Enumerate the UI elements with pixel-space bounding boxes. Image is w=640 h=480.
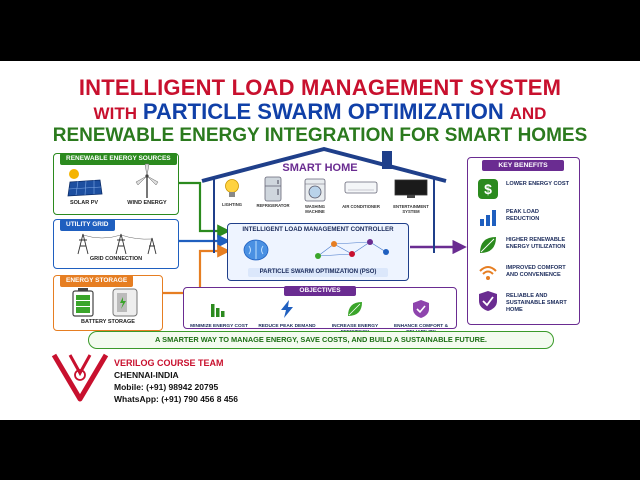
transmission-tower-icon	[77, 233, 157, 255]
solar-pv-label: SOLAR PV	[69, 200, 99, 206]
title-with: WITH	[93, 104, 137, 123]
controller-panel: INTELLIGENT LOAD MANAGEMENT CONTROLLER P…	[227, 223, 409, 281]
refrigerator-icon	[264, 176, 282, 202]
wifi-comfort-icon	[479, 266, 497, 280]
benefit-label: HIGHER RENEWABLE ENERGY UTILIZATION	[506, 237, 566, 250]
key-benefits-panel: KEY BENEFITS $ LOWER ENERGY COST PEAK LO…	[467, 157, 580, 325]
benefit-item: HIGHER RENEWABLE ENERGY UTILIZATION	[478, 232, 572, 260]
benefit-item: RELIABLE AND SUSTAINABLE SMART HOME	[478, 288, 572, 316]
leaf-icon	[480, 237, 496, 253]
pso-label: PARTICLE SWARM OPTIMIZATION (PSO)	[248, 268, 388, 277]
benefit-item: IMPROVED COMFORT AND CONVENIENCE	[478, 260, 572, 288]
refrigerator-label: REFRIGERATOR	[256, 203, 290, 208]
benefit-item: PEAK LOAD REDUCTION	[478, 204, 572, 232]
battery-icon	[72, 288, 94, 317]
objective-label: REDUCE PEAK DEMAND	[258, 324, 316, 329]
dollar-icon: $	[478, 179, 498, 199]
battery-storage-label: BATTERY STORAGE	[81, 319, 135, 325]
washing-machine-label: WASHING MACHINE	[304, 204, 325, 214]
bar-chart-down-icon	[211, 304, 225, 317]
home-battery-icon	[112, 288, 138, 317]
benefit-label: RELIABLE AND SUSTAINABLE SMART HOME	[506, 293, 567, 313]
benefit-label: IMPROVED COMFORT AND CONVENIENCE	[506, 265, 566, 278]
lightning-icon	[281, 300, 293, 318]
title-line-1: INTELLIGENT LOAD MANAGEMENT SYSTEM	[78, 75, 562, 100]
benefit-item: $ LOWER ENERGY COST	[478, 176, 572, 204]
washing-machine-icon	[304, 178, 326, 202]
benefit-label: LOWER ENERGY COST	[506, 181, 569, 187]
objectives-panel: OBJECTIVES MINIMIZE ENERGY COST REDUCE P…	[183, 286, 457, 335]
team-name: VERILOG COURSE TEAM	[114, 358, 224, 368]
solar-panel-icon	[67, 169, 103, 197]
lightbulb-icon	[225, 179, 239, 197]
objective-reduce-peak: REDUCE PEAK DEMAND	[254, 300, 320, 336]
benefit-label: PEAK LOAD REDUCTION	[506, 209, 540, 222]
wind-energy-label: WIND ENERGY	[127, 200, 167, 206]
entertainment-system-label: ENTERTAINMENT SYSTEM	[393, 204, 429, 214]
team-logo	[51, 353, 109, 402]
objectives-title: OBJECTIVES	[284, 286, 356, 296]
infographic: INTELLIGENT LOAD MANAGEMENT SYSTEM WITH …	[0, 61, 640, 420]
controller-title: INTELLIGENT LOAD MANAGEMENT CONTROLLER	[242, 226, 394, 233]
team-whatsapp: WhatsApp: (+91) 790 456 8 456	[114, 394, 239, 404]
grid-connection-label: GRID CONNECTION	[89, 256, 143, 262]
utility-title: UTILITY GRID	[60, 219, 115, 231]
tagline: A SMARTER WAY TO MANAGE ENERGY, SAVE COS…	[88, 331, 554, 349]
storage-title: ENERGY STORAGE	[60, 275, 134, 287]
energy-storage-panel: ENERGY STORAGE BATTERY STORAGE	[53, 275, 163, 331]
svg-text:$: $	[484, 181, 492, 197]
objective-minimize-cost: MINIMIZE ENERGY COST	[186, 300, 252, 336]
title-line-3: RENEWABLE ENERGY INTEGRATION FOR SMART H…	[52, 125, 588, 146]
brain-icon	[243, 239, 269, 261]
swarm-network-icon	[315, 239, 389, 259]
renewable-title: RENEWABLE ENERGY SOURCES	[60, 153, 177, 165]
air-conditioner-icon	[344, 181, 378, 194]
leaf-icon	[348, 302, 362, 316]
bar-chart-icon	[480, 210, 496, 226]
television-icon	[394, 179, 428, 198]
air-conditioner-label: AIR CONDITIONER	[342, 204, 380, 209]
renewable-sources-panel: RENEWABLE ENERGY SOURCES SOLAR PV WIND E…	[53, 153, 179, 215]
objective-label: MINIMIZE ENERGY COST	[190, 324, 248, 329]
team-mobile: Mobile: (+91) 98942 20795	[114, 382, 219, 392]
benefits-title: KEY BENEFITS	[482, 160, 564, 171]
title-line-2: WITH PARTICLE SWARM OPTIMIZATION AND	[0, 99, 640, 125]
team-city: CHENNAI-INDIA	[114, 370, 179, 380]
house-outline	[201, 147, 447, 253]
smart-home-title: SMART HOME	[282, 162, 358, 174]
lighting-label: LIGHTING	[221, 202, 242, 207]
shield-check-icon	[479, 291, 497, 311]
shield-check-icon	[413, 300, 429, 318]
utility-grid-panel: UTILITY GRID GRID CONNECTION	[53, 219, 179, 269]
title-pso: PARTICLE SWARM OPTIMIZATION	[142, 99, 504, 124]
wind-turbine-icon	[135, 163, 159, 198]
tagline-text: A SMARTER WAY TO MANAGE ENERGY, SAVE COS…	[155, 335, 487, 344]
title-and: AND	[509, 104, 547, 123]
